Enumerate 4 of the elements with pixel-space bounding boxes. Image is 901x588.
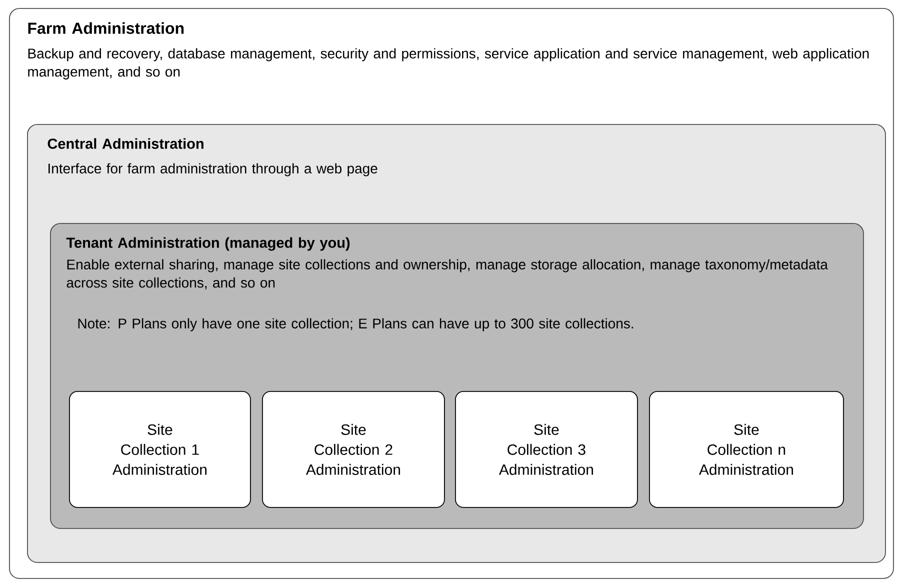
site-collection-box: Site Collection 1 Administration (69, 391, 251, 508)
site-collection-box: Site Collection n Administration (649, 391, 844, 508)
site-collection-box: Site Collection 2 Administration (262, 391, 445, 508)
site-collection-box: Site Collection 3 Administration (455, 391, 638, 508)
